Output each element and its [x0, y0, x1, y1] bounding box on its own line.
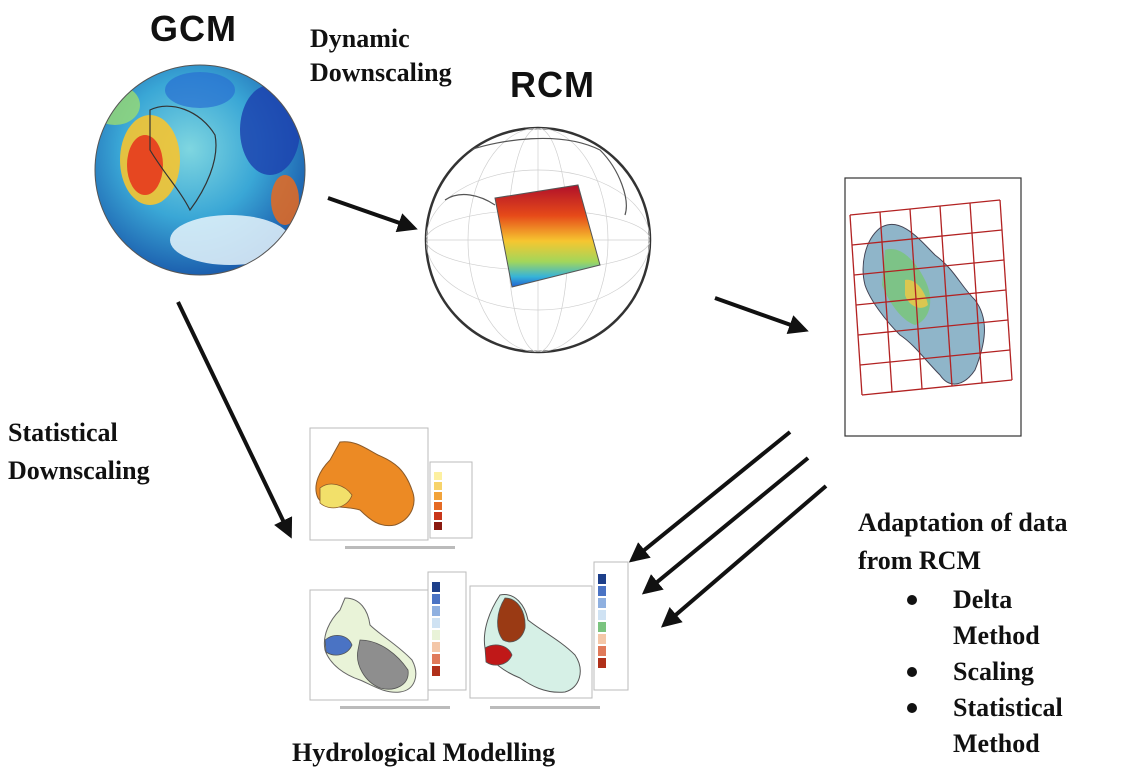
hydro-map-bottom-left: [309, 571, 467, 709]
dynamic-downscaling-label: Dynamic Downscaling: [310, 22, 452, 90]
adaptation-line-2: from RCM: [858, 546, 981, 575]
hydrological-modelling-label: Hydrological Modelling: [292, 738, 556, 767]
flow-arrows: [176, 196, 828, 628]
adaptation-line-1: Adaptation of data: [858, 508, 1068, 537]
gcm-label: GCM: [150, 8, 237, 49]
arrow-rcm-to-grid: [714, 296, 809, 335]
hydro-map-top: [309, 427, 473, 549]
arrow-grid-to-hydro-3: [660, 484, 828, 628]
arrow-gcm-to-rcm: [327, 196, 418, 233]
adaptation-label: Adaptation of data from RCM: [858, 504, 1067, 580]
method-item: Delta Method: [905, 582, 1083, 654]
hydro-map-bottom-right: [469, 561, 629, 709]
rcm-globe: [424, 126, 652, 354]
method-item: Statistical Method: [905, 690, 1083, 762]
rcm-label: RCM: [510, 64, 595, 105]
method-item: Scaling: [905, 654, 1083, 690]
statistical-downscaling-label: Statistical Downscaling: [8, 414, 150, 490]
bullet-icon: [907, 595, 917, 605]
arrow-grid-to-hydro-2: [641, 456, 810, 595]
dynamic-line-1: Dynamic: [310, 24, 410, 53]
statistical-line-1: Statistical: [8, 418, 118, 447]
method-list: Delta Method Scaling Statistical Method: [905, 582, 1083, 762]
statistical-line-2: Downscaling: [8, 456, 150, 485]
arrow-gcm-to-hydro: [176, 301, 293, 539]
regional-grid-map: [844, 177, 1022, 437]
dynamic-line-2: Downscaling: [310, 58, 452, 87]
bullet-icon: [907, 667, 917, 677]
arrow-grid-to-hydro-1: [628, 430, 792, 563]
bullet-icon: [907, 703, 917, 713]
gcm-globe: [94, 64, 306, 276]
